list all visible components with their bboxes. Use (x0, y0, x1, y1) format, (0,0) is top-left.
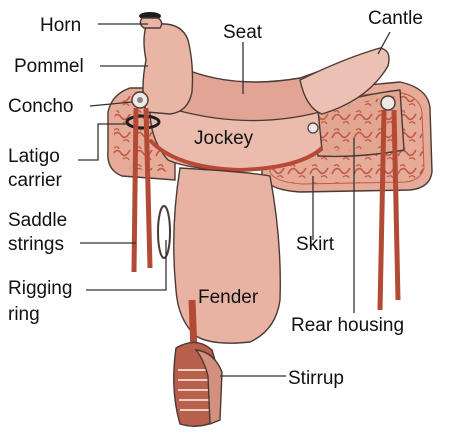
rigging-ring-loop (158, 206, 170, 258)
label-latigo-carrier-line1: Latigo (8, 146, 60, 167)
label-jockey: Jockey (194, 128, 254, 149)
label-horn: Horn (40, 15, 81, 36)
label-latigo-carrier-line2: carrier (8, 170, 63, 191)
label-concho: Concho (8, 96, 74, 117)
label-fender: Fender (198, 287, 259, 308)
seat-concho (308, 123, 318, 133)
horn-neck (140, 18, 161, 28)
label-seat: Seat (223, 22, 263, 43)
pommel-panel (143, 24, 193, 114)
label-rear-housing: Rear housing (291, 315, 404, 336)
label-skirt: Skirt (296, 234, 335, 255)
label-pommel: Pommel (14, 56, 84, 77)
concho-center (137, 97, 143, 103)
label-cantle: Cantle (368, 8, 423, 29)
label-rigging-ring-line1: Rigging (8, 278, 72, 299)
label-saddle-strings-line1: Saddle (8, 210, 67, 231)
label-stirrup: Stirrup (288, 368, 344, 389)
rear-concho (381, 96, 395, 110)
label-saddle-strings-line2: strings (8, 234, 64, 255)
label-rigging-ring-line2: ring (8, 304, 40, 325)
rigging-ring-leader (86, 240, 166, 290)
